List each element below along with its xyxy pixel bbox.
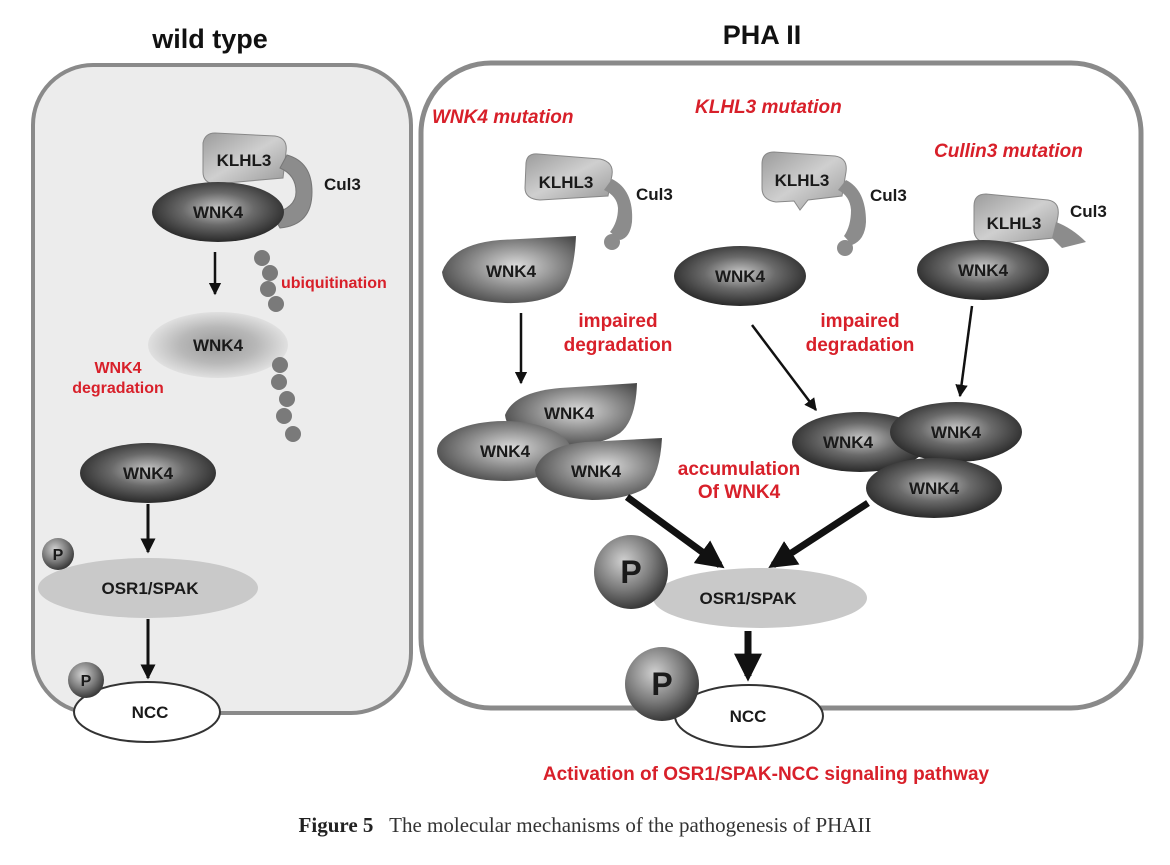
- klhl3-mutation-arrow: [751, 324, 817, 411]
- klhl3-label: KLHL3: [775, 171, 830, 190]
- left-cluster-to-osr1-arrow: [624, 494, 725, 569]
- impaired-label-1: impaired: [578, 311, 657, 332]
- accumulated-wnk4-right: WNK4 WNK4 WNK4: [792, 402, 1022, 518]
- figure-label: Figure 5: [298, 813, 374, 837]
- ncc-ellipse: [73, 681, 221, 743]
- wnk4-degradation-label-1: WNK4: [94, 360, 141, 377]
- klhl3-col-wnk4-ellipse: [674, 246, 806, 306]
- phospho-ball-ncc: [68, 662, 104, 698]
- accumulated-wnk4-left: WNK4 WNK4 WNK4: [437, 383, 662, 500]
- cul3-label: Cul3: [1070, 202, 1107, 221]
- klhl3-mutation-e3-complex: KLHL3 Cul3: [761, 151, 907, 256]
- cul3-label: Cul3: [324, 175, 361, 194]
- cullin3-mutation-heading: Cullin3 mutation: [934, 141, 1083, 162]
- ubiquitin-chain-lower: [271, 357, 301, 442]
- phospho-label-osr1: P: [53, 547, 64, 564]
- svg-text:WNK4: WNK4: [931, 423, 982, 442]
- klhl3-mutation-heading: KLHL3 mutation: [695, 97, 842, 118]
- pha2-phospho-label-osr1: P: [620, 554, 641, 590]
- figure-caption-text: The molecular mechanisms of the pathogen…: [389, 813, 872, 837]
- pha2-phospho-ball-osr1: [594, 535, 668, 609]
- wild-type-panel: [31, 63, 413, 715]
- pha2-phospho-ball-ncc: [625, 647, 699, 721]
- wild-type-e3-complex: KLHL3 Cul3 WNK4: [152, 132, 361, 242]
- cullin3-mutation-e3-complex: KLHL3 Cul3: [973, 193, 1107, 248]
- wnk4-label: WNK4: [193, 203, 244, 222]
- klhl3-shape: [202, 132, 287, 185]
- klhl3-label: KLHL3: [987, 214, 1042, 233]
- cullin3-mutation-arrow: [955, 305, 974, 398]
- pha2-ncc-label: NCC: [730, 707, 767, 726]
- mutant-wnk4-label: WNK4: [486, 262, 537, 281]
- accumulation-label-1: accumulation: [678, 459, 800, 480]
- phospho-label-ncc: P: [81, 673, 92, 690]
- pha2-osr1-spak-label: OSR1/SPAK: [700, 589, 798, 608]
- svg-text:WNK4: WNK4: [544, 404, 595, 423]
- mutant-wnk4-shape: [442, 236, 576, 304]
- cullin3-col-wnk4-ellipse: [917, 240, 1049, 300]
- accumulation-label-2: Of WNK4: [698, 482, 781, 503]
- impaired-label-2: degradation: [806, 335, 915, 356]
- klhl3-col-wnk4-label: WNK4: [715, 267, 766, 286]
- klhl3-label: KLHL3: [539, 173, 594, 192]
- svg-text:WNK4: WNK4: [571, 462, 622, 481]
- klhl3-label: KLHL3: [217, 151, 272, 170]
- osr1-spak-ellipse: [38, 558, 258, 618]
- impaired-label-1: impaired: [820, 311, 899, 332]
- osr1-spak-label: OSR1/SPAK: [102, 579, 200, 598]
- degrading-wnk4-label: WNK4: [193, 336, 244, 355]
- wnk4-mutation-e3-complex: KLHL3 Cul3: [524, 153, 673, 250]
- wnk4-degradation-label-2: degradation: [72, 380, 164, 397]
- right-cluster-to-osr1-arrow: [768, 500, 870, 569]
- pha2-title: PHA II: [723, 20, 802, 50]
- svg-text:WNK4: WNK4: [480, 442, 531, 461]
- cullin3-col-wnk4-label: WNK4: [958, 261, 1009, 280]
- wnk4-mutation-heading: WNK4 mutation: [432, 107, 573, 128]
- figure-caption: Figure 5 The molecular mechanisms of the…: [0, 813, 1170, 838]
- active-wnk4-ellipse: [80, 443, 216, 503]
- pha2-phospho-label-ncc: P: [651, 666, 672, 702]
- ubiquitin-chain-upper: [254, 250, 284, 312]
- ncc-label: NCC: [132, 703, 169, 722]
- active-wnk4-label: WNK4: [123, 464, 174, 483]
- ubiquitination-label: ubiquitination: [281, 275, 387, 292]
- pha2-osr1-spak-ellipse: [653, 568, 867, 628]
- svg-text:WNK4: WNK4: [823, 433, 874, 452]
- degrading-wnk4-ellipse: [148, 312, 288, 378]
- wnk4-ellipse: [152, 182, 284, 242]
- phospho-ball-osr1: [42, 538, 74, 570]
- cul3-label: Cul3: [636, 185, 673, 204]
- svg-text:WNK4: WNK4: [909, 479, 960, 498]
- wild-type-title: wild type: [151, 24, 268, 54]
- impaired-label-2: degradation: [564, 335, 673, 356]
- activation-label: Activation of OSR1/SPAK-NCC signaling pa…: [543, 764, 990, 785]
- cul3-label: Cul3: [870, 186, 907, 205]
